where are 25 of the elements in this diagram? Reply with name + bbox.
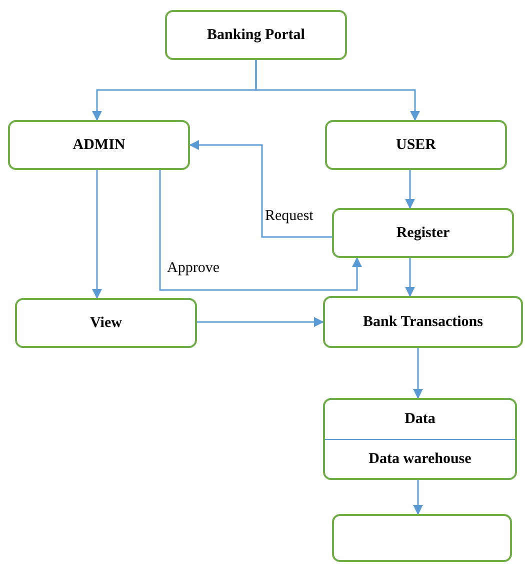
node-label: Data warehouse [368, 450, 472, 468]
empty-box [332, 514, 512, 562]
arrow [159, 170, 362, 291]
process-box [8, 120, 190, 170]
process-box [15, 298, 197, 348]
node-label: View [90, 314, 122, 333]
process-box [332, 208, 514, 258]
arrow [413, 348, 423, 399]
arrow [405, 258, 415, 297]
node-label: Banking Portal [207, 26, 305, 45]
process-box [325, 120, 507, 170]
node-label: Data [404, 410, 436, 429]
node-label: Register [396, 224, 450, 243]
node-label: ADMIN [72, 136, 126, 155]
process-box [323, 296, 523, 348]
node-label: USER [396, 136, 436, 155]
arrow [92, 170, 102, 299]
arrow [413, 480, 423, 515]
arrow [197, 317, 324, 327]
arrow [405, 170, 415, 209]
arrow [255, 60, 420, 121]
process-box [323, 398, 517, 480]
process-box [165, 10, 347, 60]
node-label: Bank Transactions [363, 312, 483, 332]
arrow [189, 140, 332, 238]
